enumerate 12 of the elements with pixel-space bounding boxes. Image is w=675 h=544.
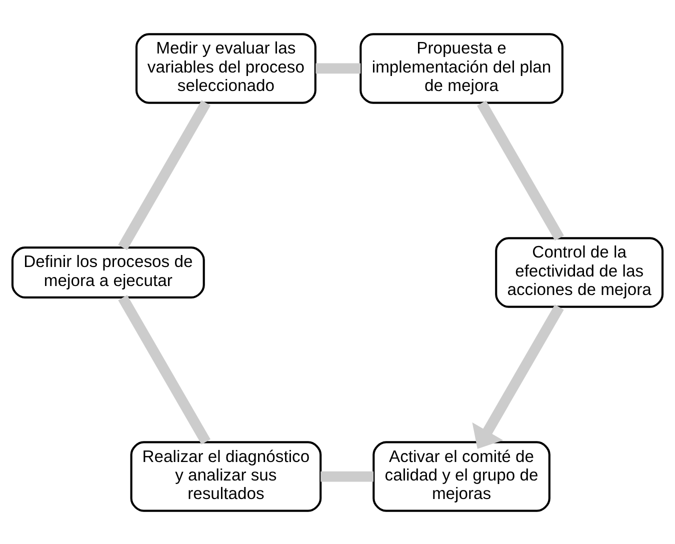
connector xyxy=(320,470,374,482)
node-box: Control de la efectividad de las acciones de mejora xyxy=(495,236,664,308)
node-box: Medir y evaluar las variables del proceso seleccionado xyxy=(135,32,316,104)
node-box: Activar el comité de calidad y el grupo de mejoras xyxy=(372,440,550,512)
connector xyxy=(118,100,211,250)
node-box: Propuesta e implementación del plan de mejora xyxy=(360,32,564,104)
node-box: Realizar el diagnóstico y analizar sus resultados xyxy=(130,440,322,512)
connector xyxy=(118,294,210,444)
connector xyxy=(316,62,361,74)
connector xyxy=(477,100,564,240)
node-box: Definir los procesos de mejora a ejecutar xyxy=(11,246,205,298)
arrow xyxy=(472,304,564,448)
